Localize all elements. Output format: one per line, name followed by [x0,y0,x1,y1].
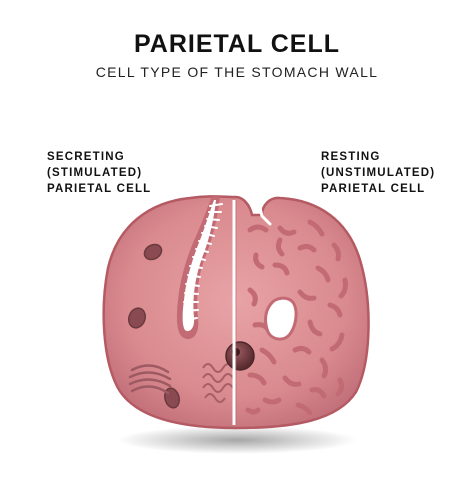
label-secreting-cell: SECRETING (STIMULATED) PARIETAL CELL [47,149,151,197]
label-resting-line-1: RESTING [321,151,381,163]
label-resting-line-3: PARIETAL CELL [321,183,426,195]
golgi-apparatus [128,364,172,395]
apical-notch [256,198,272,226]
label-resting-cell: RESTING (UNSTIMULATED) PARIETAL CELL [321,149,435,197]
label-secreting-line-3: PARIETAL CELL [47,183,152,195]
nucleus [225,341,255,371]
secreting-half [127,196,255,409]
resting-canaliculus [264,296,298,341]
cell-shadow [117,426,357,454]
label-resting-line-2: (UNSTIMULATED) [321,167,436,179]
diagram-title: PARIETAL CELL [133,30,341,58]
microvilli [183,203,223,321]
label-secreting-line-1: SECRETING [47,151,125,163]
resting-half [245,219,348,416]
canaliculus-lumen [182,200,216,332]
label-secreting-line-2: (STIMULATED) [47,167,143,179]
diagram-subtitle: CELL TYPE OF THE STOMACH WALL [95,64,379,80]
